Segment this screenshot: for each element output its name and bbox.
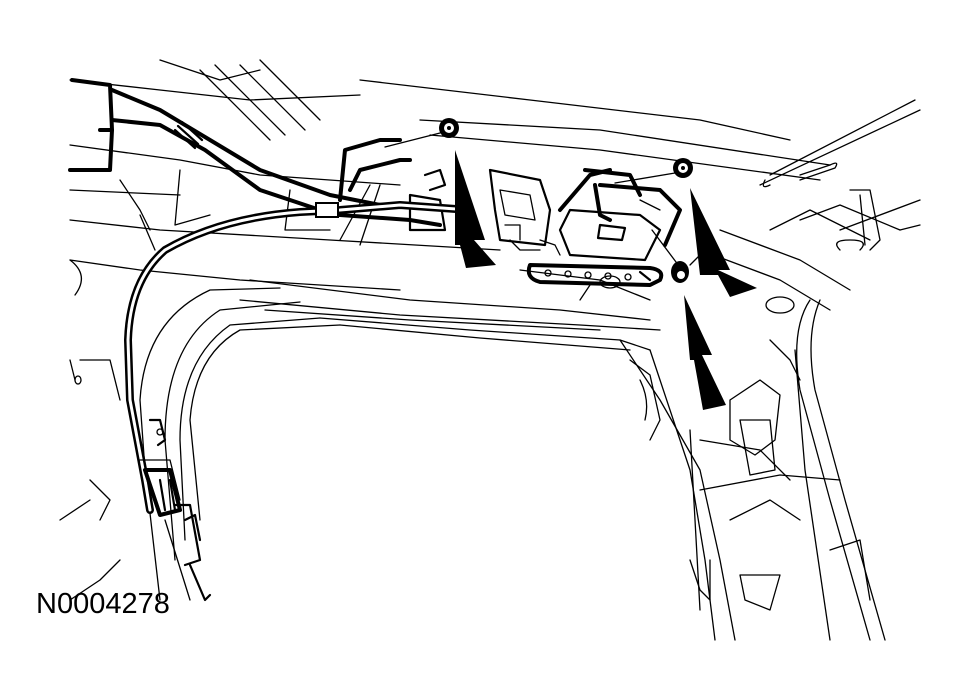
module-bracket (488, 168, 682, 301)
roof-structure (69, 59, 921, 331)
wiring-harness (68, 78, 474, 602)
direction-arrows (455, 150, 757, 410)
bolt-3 (651, 229, 701, 283)
bolts (384, 118, 701, 283)
door-opening-frame (59, 259, 886, 641)
arrow-bolt-2 (690, 188, 757, 297)
bolt-2 (614, 158, 693, 184)
bolt-1 (384, 118, 459, 148)
arrow-bolt-3 (684, 295, 726, 410)
figure-id-label: N0004278 (36, 588, 170, 620)
arrow-bolt-1 (455, 150, 496, 268)
